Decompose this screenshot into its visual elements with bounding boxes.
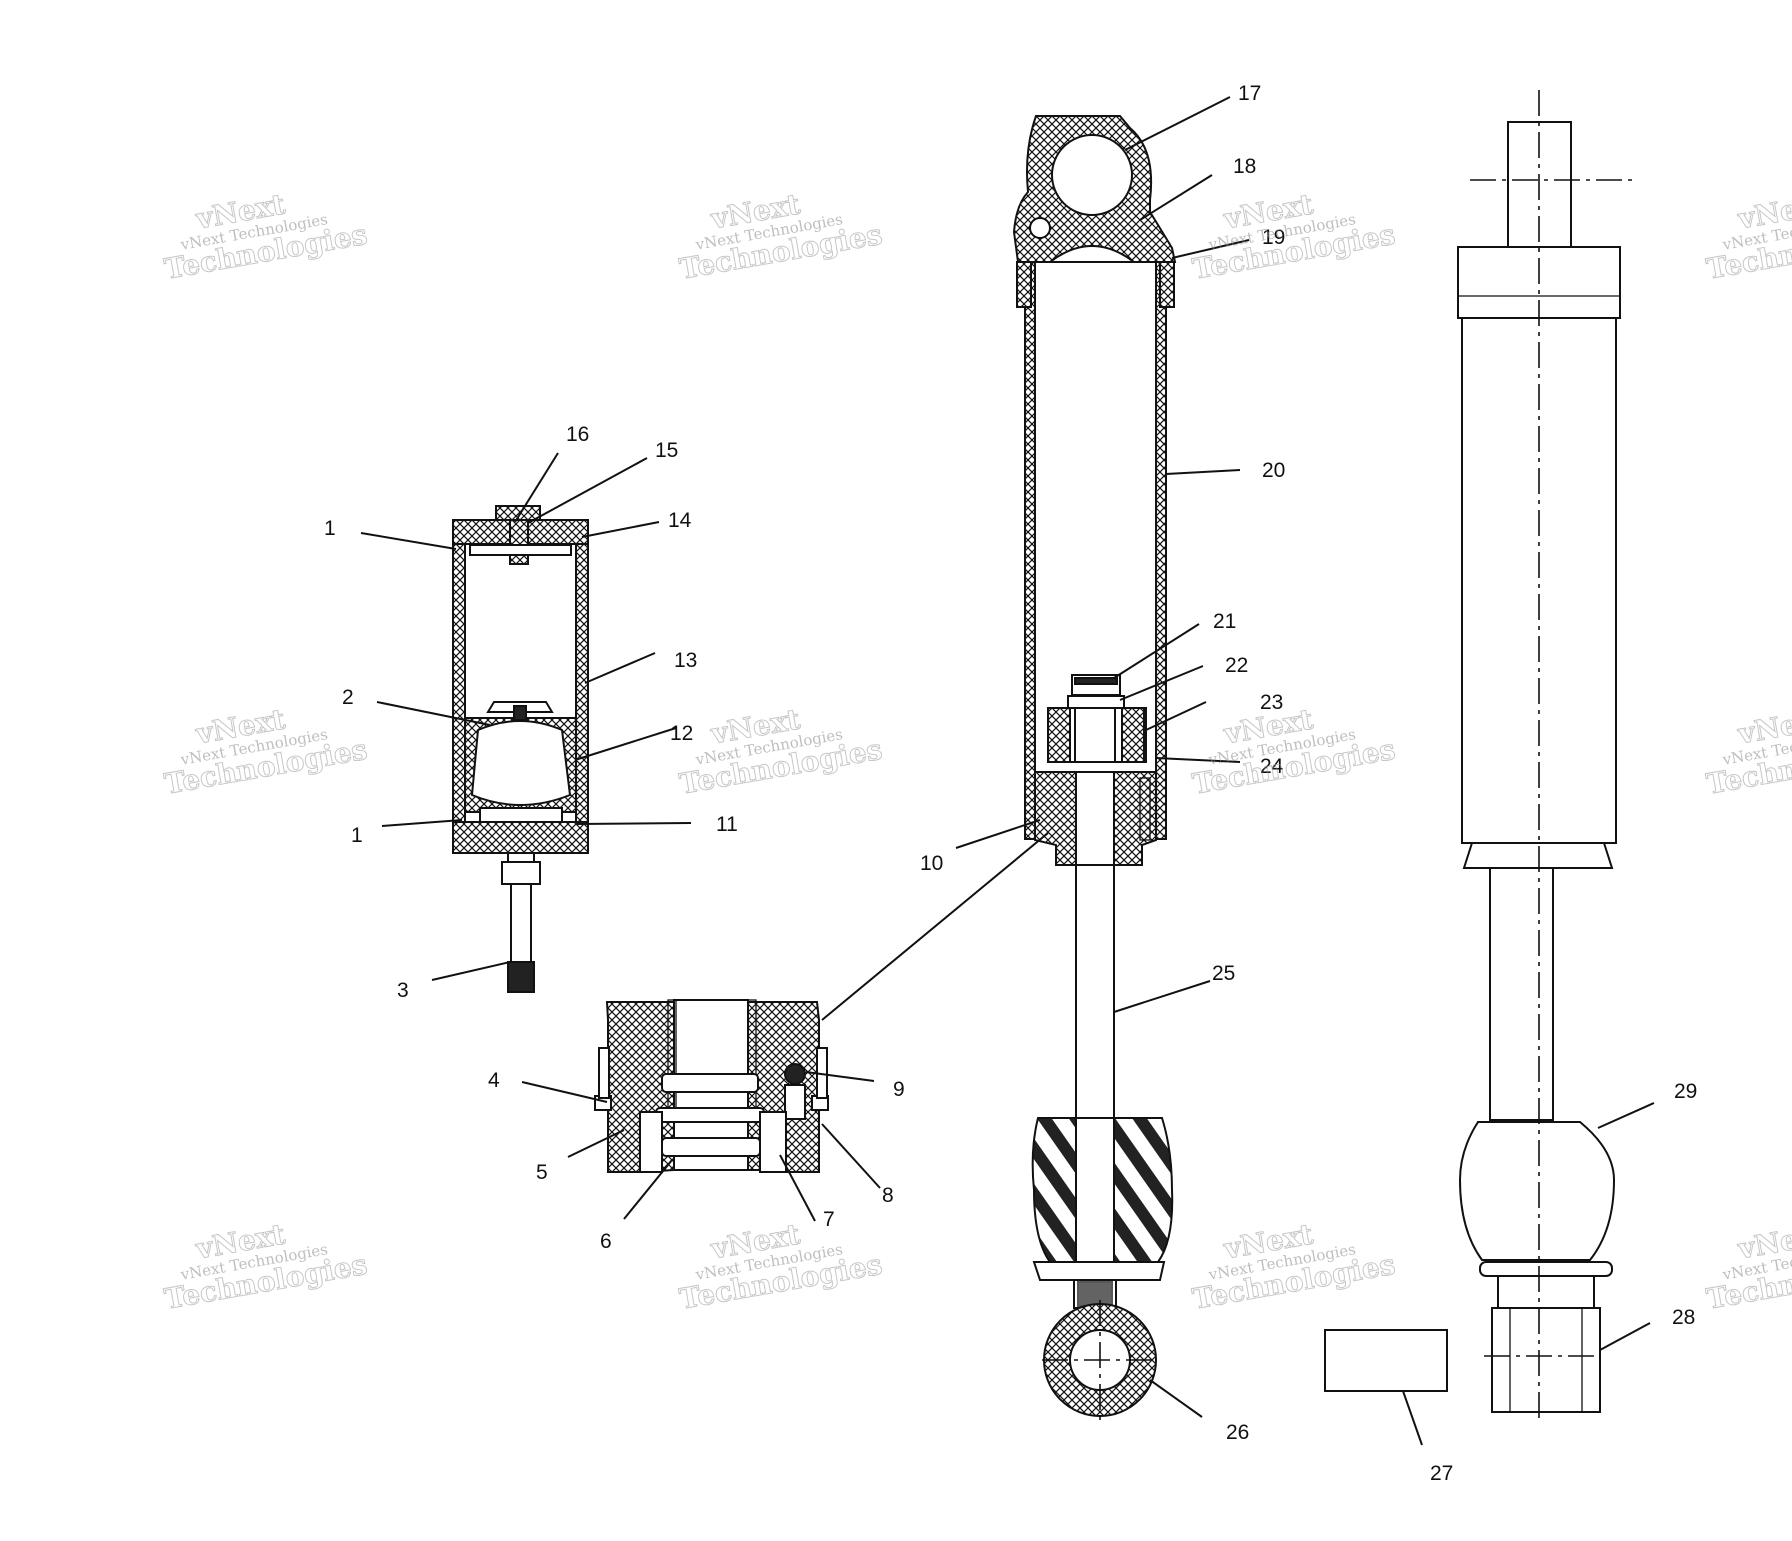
callout-20: 20: [1262, 459, 1285, 482]
watermark-8: vNext vNext Technologies Technologies: [1704, 702, 1792, 801]
spacer-sleeve: [1324, 1329, 1448, 1392]
valve-core: [509, 519, 529, 565]
callout-26: 26: [1226, 1421, 1249, 1444]
callout-18: 18: [1233, 155, 1256, 178]
callout-1-lower: 1: [351, 824, 363, 847]
callout-27: 27: [1430, 1462, 1453, 1485]
reservoir-bottom-cap: [452, 821, 589, 854]
callout-16: 16: [566, 423, 589, 446]
callout-17: 17: [1238, 82, 1261, 105]
callout-14: 14: [668, 509, 692, 532]
callout-28: 28: [1672, 1306, 1695, 1329]
callout-19: 19: [1262, 226, 1285, 249]
callout-8: 8: [882, 1184, 894, 1207]
callout-13: 13: [674, 649, 697, 672]
callout-23: 23: [1260, 691, 1283, 714]
watermark-4: vNext vNext Technologies Technologies: [1704, 187, 1792, 286]
watermark-10: vNext vNext Technologies Technologies: [677, 1217, 886, 1316]
watermark-5: vNext vNext Technologies Technologies: [162, 702, 371, 801]
watermark-6: vNext vNext Technologies Technologies: [677, 702, 886, 801]
exterior-shaft: [1489, 867, 1554, 1121]
leader-lines: [360, 96, 1655, 1446]
reservoir-assembly: [452, 505, 589, 993]
callout-15: 15: [655, 439, 678, 462]
callout-29: 29: [1674, 1080, 1697, 1103]
watermark-12: vNext vNext Technologies Technologies: [1704, 1217, 1792, 1316]
watermark-11: vNext vNext Technologies Technologies: [1190, 1217, 1399, 1316]
floating-piston: [470, 720, 572, 806]
callout-3: 3: [397, 979, 409, 1002]
shock-cutaway: [1012, 115, 1177, 1424]
callout-22: 22: [1225, 654, 1248, 677]
upper-eye-bore: [1051, 134, 1133, 216]
exterior-bump-stop: [1458, 1121, 1616, 1261]
shock-exterior-view: [1324, 90, 1634, 1420]
callout-25: 25: [1212, 962, 1235, 985]
callout-12: 12: [670, 722, 693, 745]
callout-10: 10: [920, 852, 943, 875]
watermark-7: vNext vNext Technologies Technologies: [1190, 702, 1399, 801]
seal-ring-upper: [661, 1073, 759, 1093]
watermark-2: vNext vNext Technologies Technologies: [677, 187, 886, 286]
watermark-9: vNext vNext Technologies Technologies: [162, 1217, 371, 1316]
callout-24: 24: [1260, 755, 1284, 778]
reservoir-hose: [510, 883, 532, 967]
callout-21: 21: [1213, 610, 1236, 633]
callout-11: 11: [716, 813, 738, 836]
callout-2: 2: [342, 686, 354, 709]
seal-head-detail: [594, 999, 829, 1173]
exterior-body-tube: [1461, 317, 1617, 844]
seal-ring-lower: [661, 1137, 761, 1157]
seal-ring-middle: [655, 1107, 765, 1123]
callout-6: 6: [600, 1230, 612, 1253]
callout-7: 7: [823, 1208, 835, 1231]
callout-5: 5: [536, 1161, 548, 1184]
callout-1: 1: [324, 517, 336, 540]
callout-labels: 1 1 2 3 4 5 6 7 8 9 10 11 12 13 14 15 16…: [324, 82, 1697, 1485]
callout-9: 9: [893, 1078, 905, 1101]
lower-bushing: [1491, 1307, 1601, 1413]
callout-4: 4: [488, 1069, 500, 1092]
watermark-3: vNext vNext Technologies Technologies: [1190, 187, 1399, 286]
watermark-1: vNext vNext Technologies Technologies: [162, 187, 371, 286]
ball-check: [784, 1063, 806, 1085]
